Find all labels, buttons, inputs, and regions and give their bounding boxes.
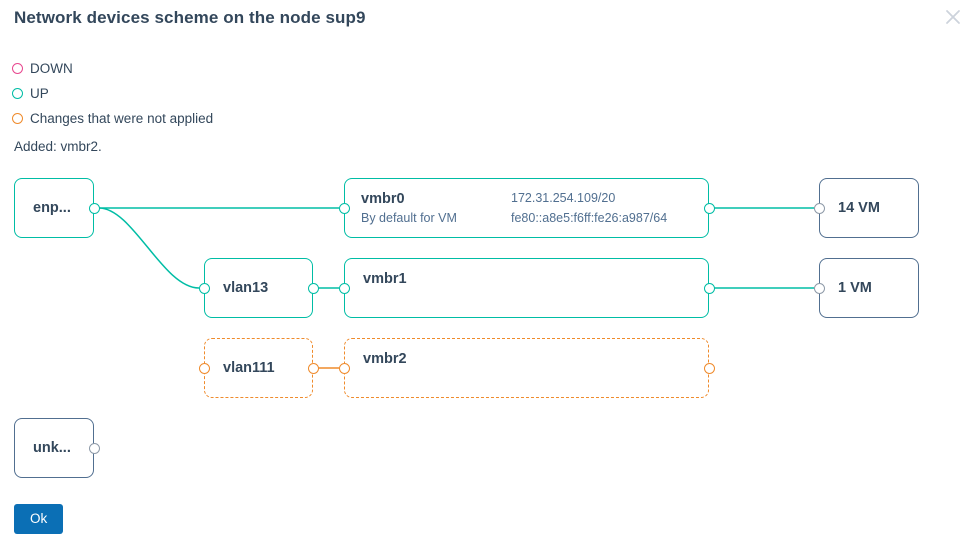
status-dot-down [12,63,23,74]
port-vlan111-left[interactable] [198,362,210,374]
ok-button[interactable]: Ok [14,504,64,534]
port-vm1-left[interactable] [813,282,825,294]
port-vmbr2-right[interactable] [703,362,715,374]
node-subtitle-vmbr0: By default for VM [361,211,457,225]
node-vm14[interactable]: 14 VM [819,178,919,238]
node-vmbr2[interactable]: vmbr2 [344,338,709,398]
node-title-vmbr1: vmbr1 [363,271,407,287]
node-vlan13[interactable]: vlan13 [204,258,313,318]
page-title: Network devices scheme on the node sup9 [14,8,366,27]
legend-label-up: UP [30,86,49,101]
port-vlan13-left[interactable] [198,282,210,294]
port-vmbr1-right[interactable] [703,282,715,294]
node-enp[interactable]: enp... [14,178,94,238]
change-note: Added: vmbr2. [14,139,102,154]
node-vlan111[interactable]: vlan111 [204,338,313,398]
node-vmbr0[interactable]: vmbr0 By default for VM 172.31.254.109/20 f… [344,178,709,238]
link-enp-to-vlan13 [98,207,200,289]
close-icon[interactable] [941,5,965,29]
port-vmbr1-left[interactable] [338,282,350,294]
status-dot-up [12,88,23,99]
node-vm1[interactable]: 1 VM [819,258,919,318]
status-dot-pending [12,113,23,124]
node-title-unknown: unk... [33,440,71,456]
legend-item-up: UP [12,81,213,106]
legend: DOWN UP Changes that were not applied [12,56,213,131]
port-vlan111-right[interactable] [307,362,319,374]
port-vm14-left[interactable] [813,202,825,214]
node-vmbr1[interactable]: vmbr1 [344,258,709,318]
node-title-vlan13: vlan13 [223,280,269,296]
port-vmbr0-right[interactable] [703,202,715,214]
node-title-vmbr0: vmbr0 [361,191,405,207]
node-info-vmbr0-1: 172.31.254.109/20 [511,191,616,205]
node-title-enp: enp... [33,200,71,216]
node-title-vmbr2: vmbr2 [363,351,407,367]
node-title-vm1: 1 VM [838,280,872,296]
port-vmbr2-left[interactable] [338,362,350,374]
port-enp-right[interactable] [88,202,100,214]
legend-label-pending: Changes that were not applied [30,111,214,126]
node-unknown[interactable]: unk... [14,418,94,478]
legend-item-pending: Changes that were not applied [12,106,213,131]
legend-label-down: DOWN [30,61,73,76]
port-vmbr0-left[interactable] [338,202,350,214]
node-info-vmbr0-2: fe80::a8e5:f6ff:fe26:a987/64 [511,211,668,225]
legend-item-down: DOWN [12,56,213,81]
port-unknown-right[interactable] [88,442,100,454]
port-vlan13-right[interactable] [307,282,319,294]
node-title-vm14: 14 VM [838,200,880,216]
node-title-vlan111: vlan111 [223,360,275,376]
